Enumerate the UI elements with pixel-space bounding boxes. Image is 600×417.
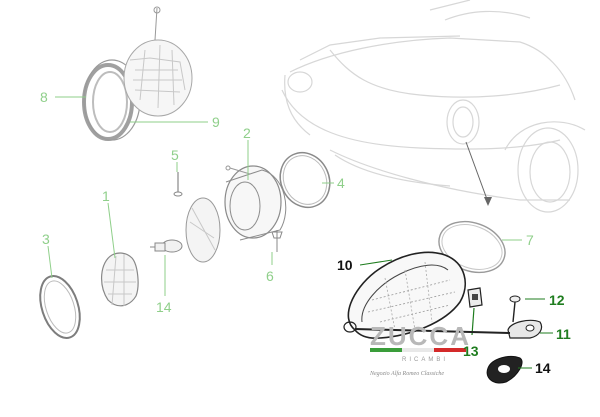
gasket-14	[486, 355, 523, 384]
screw-12	[509, 295, 521, 323]
clip-13	[467, 287, 483, 336]
flag-red	[434, 348, 466, 352]
callout-7: 7	[526, 232, 534, 248]
car-outline	[281, 0, 586, 213]
callout-14-gasket: 14	[535, 360, 551, 376]
callout-6: 6	[266, 268, 274, 284]
callout-1: 1	[102, 188, 110, 204]
headlamp-unit-9	[123, 6, 193, 117]
side-indicator-10	[343, 251, 467, 339]
callout-2: 2	[243, 125, 251, 141]
brand-watermark: ZUCCA RICAMBI Negozio Alfa Romeo Classic…	[369, 321, 471, 377]
callout-10: 10	[337, 257, 353, 273]
callout-3: 3	[42, 231, 50, 247]
bulb-14	[150, 239, 183, 253]
clip-6	[271, 230, 283, 252]
brand-subtitle: RICAMBI	[402, 357, 448, 363]
lens-1	[101, 252, 139, 307]
flag-green	[370, 348, 402, 352]
callout-14-bulb: 14	[156, 299, 172, 315]
car-to-part-arrow	[465, 141, 492, 206]
brand-tagline: Negozio Alfa Romeo Classiche	[369, 370, 444, 377]
gasket-4	[279, 151, 331, 209]
lens-middle	[185, 197, 221, 263]
callout-13: 13	[463, 343, 479, 359]
callout-8: 8	[40, 89, 48, 105]
screw-5	[173, 172, 183, 197]
bracket-11	[354, 319, 543, 339]
callout-5: 5	[171, 147, 179, 163]
flag-white	[402, 348, 434, 352]
lamp-housing-2	[224, 165, 287, 241]
ring-3	[39, 275, 81, 339]
ring-7	[438, 220, 506, 274]
brand-name: ZUCCA	[370, 321, 471, 351]
callout-12: 12	[549, 292, 565, 308]
callout-11: 11	[556, 326, 571, 342]
callout-labels: 8 9 2 5 4 1 3 14 6 7 10 12 11 13 14	[40, 89, 571, 376]
leader-lines	[47, 96, 553, 369]
callout-4: 4	[337, 175, 345, 191]
callout-9: 9	[212, 114, 220, 130]
